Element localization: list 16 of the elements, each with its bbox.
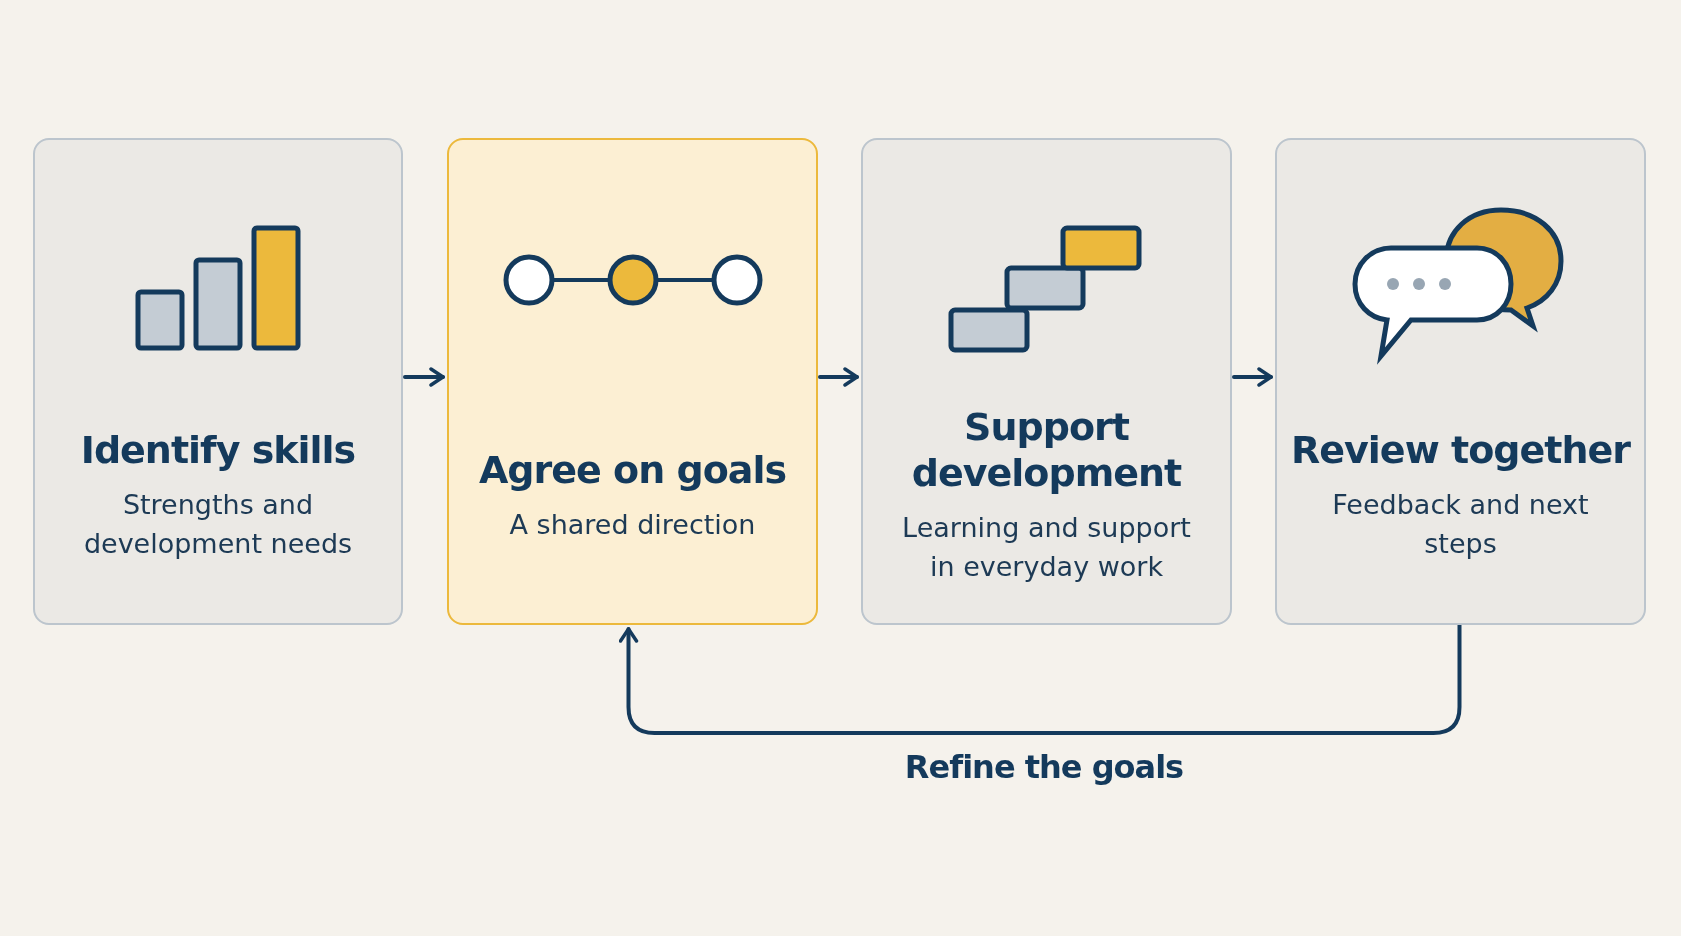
step-title: Identify skills xyxy=(80,427,356,473)
step-description: Strengths and development needs xyxy=(82,488,354,561)
step-card xyxy=(33,138,403,625)
step-title: Agree on goals xyxy=(478,446,787,493)
step-description: Learning and support in everyday work xyxy=(901,511,1192,584)
arrow xyxy=(818,367,859,387)
step-description: Feedback and next steps xyxy=(1331,488,1590,561)
step-title: Review together xyxy=(1291,427,1630,473)
arrow xyxy=(1232,367,1273,387)
highlighted-step-card xyxy=(447,138,818,625)
step-description: A shared direction xyxy=(509,507,756,542)
step-title: Support development xyxy=(910,404,1183,496)
feedback-loop-arrow xyxy=(618,623,1462,735)
step-card xyxy=(1275,138,1646,625)
step-card xyxy=(861,138,1232,625)
arrow xyxy=(403,367,445,387)
